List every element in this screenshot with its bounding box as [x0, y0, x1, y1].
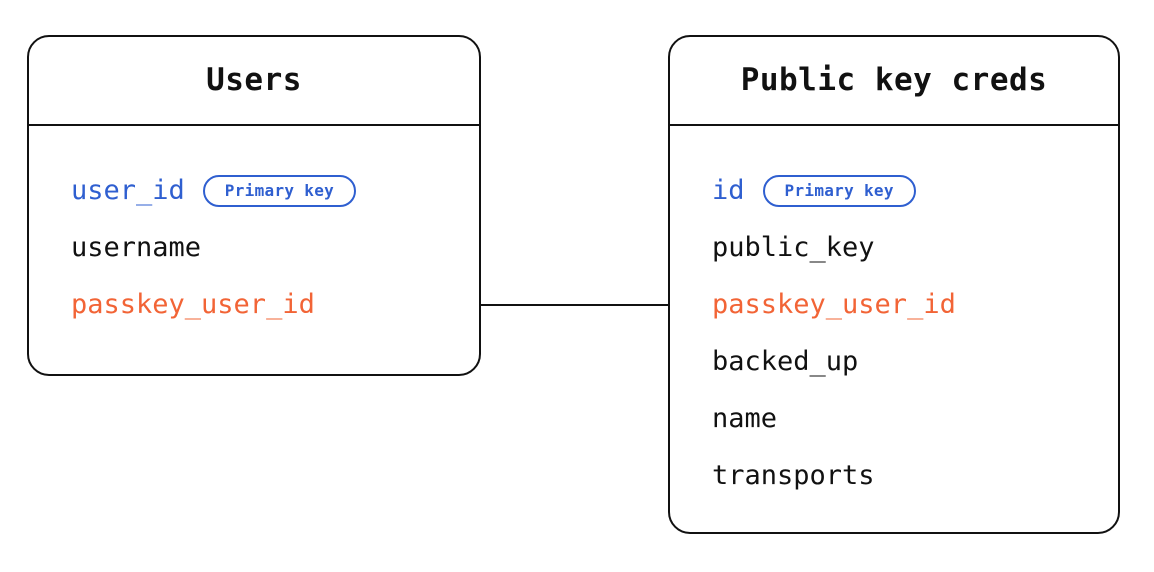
field-name: transports	[712, 460, 875, 491]
primary-key-badge-label: Primary key	[224, 180, 335, 200]
field-row[interactable]: transports	[712, 447, 1118, 504]
entity-header: Users	[29, 37, 479, 126]
field-name: user_id	[71, 175, 185, 206]
primary-key-badge: Primary key	[762, 174, 916, 207]
field-row[interactable]: passkey_user_id	[71, 276, 479, 333]
entity-header: Public key creds	[670, 37, 1118, 126]
primary-key-badge: Primary key	[202, 174, 357, 207]
relationship-connector	[481, 304, 668, 306]
field-row[interactable]: passkey_user_id	[712, 276, 1118, 333]
field-name: id	[712, 175, 745, 206]
field-name: public_key	[712, 232, 875, 263]
field-name: passkey_user_id	[71, 289, 315, 320]
field-row[interactable]: username	[71, 219, 479, 276]
field-row[interactable]: name	[712, 390, 1118, 447]
entity-field-list: user_id Primary key username passkey_user_i…	[29, 126, 479, 374]
entity-title: Public key creds	[740, 62, 1048, 98]
field-name: passkey_user_id	[712, 289, 956, 320]
field-name: name	[712, 403, 778, 434]
entity-box-users[interactable]: Users user_id Primary key username passkey_u…	[27, 35, 481, 376]
field-name: username	[71, 232, 202, 263]
primary-key-badge-label: Primary key	[784, 180, 894, 200]
field-name: backed_up	[712, 346, 859, 377]
entity-title: Users	[206, 62, 302, 98]
field-row[interactable]: user_id Primary key	[71, 162, 479, 219]
field-row[interactable]: backed_up	[712, 333, 1118, 390]
field-row[interactable]: public_key	[712, 219, 1118, 276]
field-row[interactable]: id Primary key	[712, 162, 1118, 219]
